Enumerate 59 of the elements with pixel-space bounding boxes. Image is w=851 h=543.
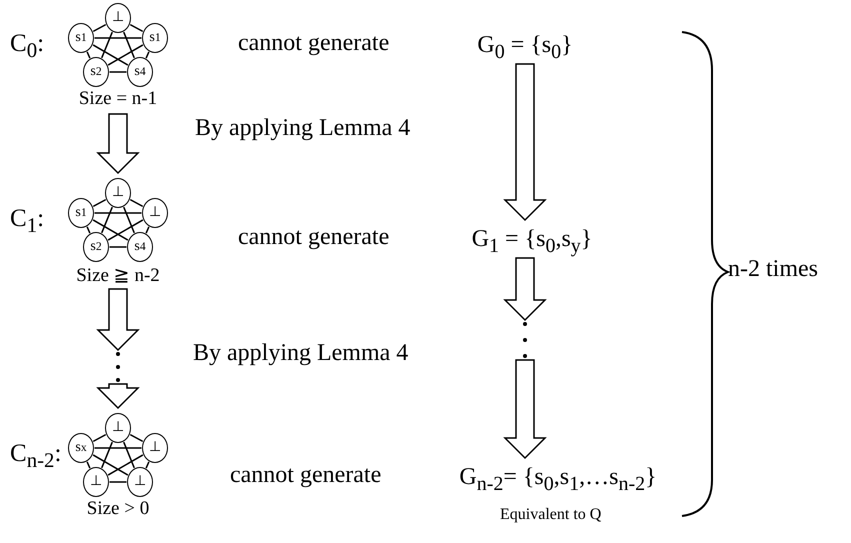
graph-edge: [130, 24, 144, 32]
size-label: Size > 0: [86, 498, 150, 520]
graph-edge: [108, 219, 144, 241]
block-arrow: [503, 257, 547, 322]
graph-edge: [130, 198, 144, 208]
graph-edge: [130, 434, 144, 442]
graph-edge: [110, 246, 126, 248]
graph-edge: [123, 32, 135, 58]
block-arrow: [96, 383, 140, 410]
graph-edge: [86, 226, 91, 234]
graph-edge: [145, 462, 150, 468]
graph-edge: [92, 454, 128, 476]
graph-edge: [123, 206, 135, 234]
text-label: n-2 times: [728, 256, 818, 283]
text-label: cannot generate: [238, 224, 390, 251]
text-label: By applying Lemma 4: [195, 115, 410, 142]
vertex-circle: ⊥: [105, 413, 131, 443]
graph-edge: [101, 206, 113, 234]
block-arrow: [503, 63, 547, 222]
graph-edge: [101, 442, 113, 468]
size-label: Size = n-1: [78, 88, 158, 110]
block-arrow: [503, 359, 547, 460]
graph-edge: [123, 442, 135, 468]
graph-edge: [86, 52, 91, 58]
set-formula: G$_{0}$ = {s$_{0}$}: [460, 28, 590, 62]
vertex-circle: ⊥: [83, 467, 109, 497]
vertex-circle: ⊥: [142, 198, 168, 228]
set-label: C$_{n-2}$:: [10, 440, 62, 473]
note: Equivalent to Q: [500, 506, 602, 524]
graph-edge: [101, 32, 113, 58]
size-label: Size ≧ n-2: [76, 264, 160, 287]
graph-edge: [110, 481, 126, 483]
graph-edge: [92, 434, 106, 442]
graph-edge: [145, 226, 150, 234]
vertex-circle: ⊥: [127, 467, 153, 497]
graph-edge: [92, 219, 128, 241]
graph-edge: [108, 454, 144, 476]
graph-edge: [92, 198, 106, 208]
graph-edge: [110, 71, 126, 73]
graph-edge: [94, 447, 142, 449]
set-label: C$_{0}$:: [10, 30, 44, 63]
text-label: cannot generate: [238, 30, 390, 57]
graph-edge: [94, 212, 142, 214]
vertex-circle: ⊥: [142, 433, 168, 463]
text-label: cannot generate: [230, 462, 382, 489]
graph-edge: [92, 24, 106, 32]
graph-edge: [86, 462, 91, 468]
graph-edge: [92, 44, 128, 66]
block-arrow: [96, 113, 140, 174]
block-arrow: [96, 288, 140, 352]
vertex-circle: ⊥: [105, 178, 131, 208]
vertex-circle: ⊥: [105, 3, 131, 33]
set-formula: G$_{1}$ = {s$_{0}$,s$_{y}$}: [462, 222, 602, 256]
graph-edge: [94, 37, 142, 39]
set-formula: G$_{n-2}$= {s$_{0}$,s$_{1}$,…s$_{n-2}$}: [448, 460, 668, 496]
text-label: By applying Lemma 4: [193, 340, 408, 367]
graph-edge: [145, 52, 150, 58]
graph-edge: [108, 44, 144, 66]
set-label: C$_{1}$:: [10, 205, 44, 238]
